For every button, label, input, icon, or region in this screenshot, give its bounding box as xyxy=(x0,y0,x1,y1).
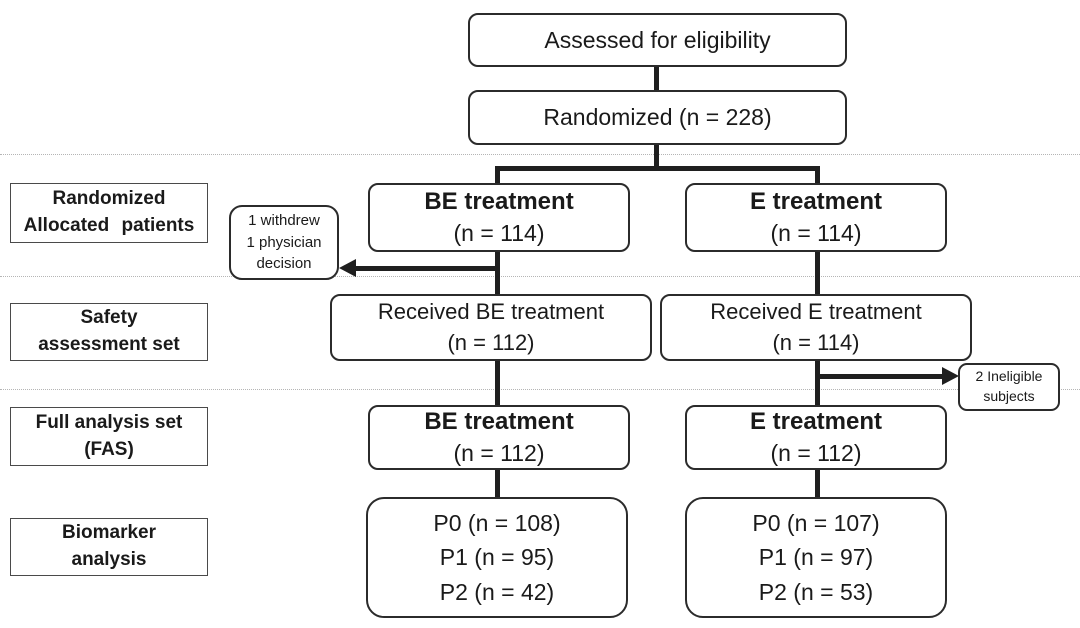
be-allocated-box: BE treatment (n = 114) xyxy=(368,183,630,252)
ineligible-note-line: subjects xyxy=(983,388,1035,404)
e-allocated-title: E treatment xyxy=(749,188,883,216)
ineligible-note-box: 2 Ineligible subjects xyxy=(958,363,1060,411)
received-be-line1: Received BE treatment xyxy=(377,298,605,324)
be-allocated-title: BE treatment xyxy=(424,188,574,216)
section-divider-1 xyxy=(0,154,1080,155)
connector-withdraw-arrow-line xyxy=(352,266,497,271)
row-label-line: Allocated patients xyxy=(23,215,195,236)
arrow-right-icon xyxy=(942,367,959,385)
e-allocated-n: (n = 114) xyxy=(770,220,862,247)
row-label-safety-set: Safety assessment set xyxy=(10,303,208,361)
withdraw-note-line: decision xyxy=(256,255,312,273)
be-biomarker-p1: P1 (n = 95) xyxy=(439,544,555,571)
section-divider-3 xyxy=(0,389,1080,390)
withdraw-note-line: 1 withdrew xyxy=(248,211,320,229)
ineligible-note-line: 2 Ineligible xyxy=(975,368,1043,385)
received-be-line2: (n = 112) xyxy=(447,329,535,355)
randomized-box: Randomized (n = 228) xyxy=(468,90,847,145)
be-fas-box: BE treatment (n = 112) xyxy=(368,405,630,470)
randomized-label: Randomized (n = 228) xyxy=(543,104,772,130)
row-label-biomarker-analysis: Biomarker analysis xyxy=(10,518,208,576)
row-label-line: Randomized xyxy=(52,188,166,210)
be-biomarker-p2: P2 (n = 42) xyxy=(439,578,555,605)
e-allocated-box: E treatment (n = 114) xyxy=(685,183,947,252)
row-label-line: Safety xyxy=(80,307,138,329)
received-e-box: Received E treatment (n = 114) xyxy=(660,294,972,361)
received-be-box: Received BE treatment (n = 112) xyxy=(330,294,652,361)
received-e-line2: (n = 114) xyxy=(772,329,860,355)
connector-randomized-split xyxy=(654,144,659,168)
be-allocated-n: (n = 114) xyxy=(453,220,545,247)
section-divider-2 xyxy=(0,276,1080,277)
arrow-left-icon xyxy=(339,259,356,277)
e-biomarker-p2: P2 (n = 53) xyxy=(758,578,874,605)
connector-be-fas-biomarker xyxy=(495,469,500,498)
connector-received-be-fas xyxy=(495,360,500,406)
row-label-line: (FAS) xyxy=(84,438,134,460)
connector-received-e-fas xyxy=(815,360,820,406)
assessed-box: Assessed for eligibility xyxy=(468,13,847,67)
connector-split-be xyxy=(495,166,500,184)
e-fas-title: E treatment xyxy=(749,408,883,436)
withdraw-note-box: 1 withdrew 1 physician decision xyxy=(229,205,339,280)
e-biomarker-p1: P1 (n = 97) xyxy=(758,544,874,571)
be-biomarker-box: P0 (n = 108) P1 (n = 95) P2 (n = 42) xyxy=(366,497,628,618)
e-biomarker-p0: P0 (n = 107) xyxy=(752,509,880,536)
received-e-line1: Received E treatment xyxy=(710,298,922,324)
withdraw-note-line: 1 physician xyxy=(246,233,322,251)
row-label-line: Full analysis set xyxy=(35,411,183,433)
connector-e-alloc-received xyxy=(815,251,820,295)
connector-assessed-randomized xyxy=(654,66,659,91)
assessed-label: Assessed for eligibility xyxy=(544,26,771,53)
row-label-full-analysis-set: Full analysis set (FAS) xyxy=(10,407,208,466)
connector-split-e xyxy=(815,166,820,184)
e-fas-n: (n = 112) xyxy=(770,440,862,467)
row-label-line: analysis xyxy=(71,549,147,570)
connector-be-alloc-received xyxy=(495,251,500,295)
be-fas-n: (n = 112) xyxy=(453,440,545,467)
be-biomarker-p0: P0 (n = 108) xyxy=(433,509,561,536)
connector-split-bar xyxy=(495,166,820,171)
row-label-randomized-allocated: Randomized Allocated patients xyxy=(10,183,208,243)
e-biomarker-box: P0 (n = 107) P1 (n = 97) P2 (n = 53) xyxy=(685,497,947,618)
connector-ineligible-arrow-line xyxy=(817,374,944,379)
e-fas-box: E treatment (n = 112) xyxy=(685,405,947,470)
row-label-line: Biomarker xyxy=(62,522,156,544)
connector-e-fas-biomarker xyxy=(815,469,820,498)
row-label-line: assessment set xyxy=(38,334,180,355)
be-fas-title: BE treatment xyxy=(424,408,574,436)
